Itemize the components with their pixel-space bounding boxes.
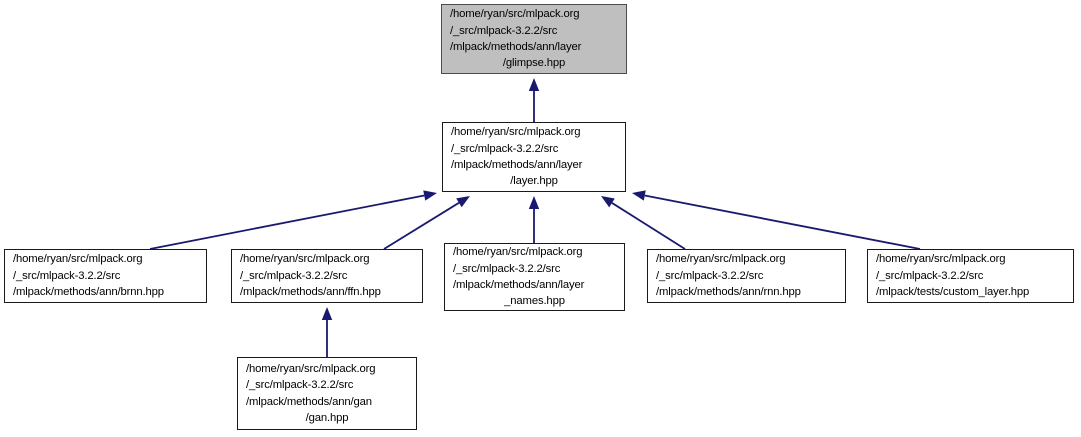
- node-line: /mlpack/methods/ann/layer: [453, 279, 585, 291]
- node-line: /home/ryan/src/mlpack.org: [453, 246, 583, 259]
- node-line: /mlpack/methods/ann/ffn.hpp: [240, 286, 381, 299]
- edge-layer-to-glimpse: [528, 78, 540, 122]
- edge-line: [611, 202, 686, 250]
- node-line: _names.hpp: [504, 295, 565, 308]
- node-line: /layer.hpp: [510, 175, 558, 188]
- node-rnn-hpp[interactable]: /home/ryan/src/mlpack.org /_src/mlpack-3.…: [647, 249, 846, 303]
- node-line: /_src/mlpack-3.2.2/src: [13, 269, 121, 282]
- edge-custom-layer-to-layer: [632, 190, 921, 250]
- edge-line: [383, 202, 460, 250]
- edge-arrowhead-icon: [632, 190, 646, 201]
- node-ffn-hpp[interactable]: /home/ryan/src/mlpack.org /_src/mlpack-3.…: [231, 249, 423, 303]
- node-glimpse-hpp[interactable]: /home/ryan/src/mlpack.org /_src/mlpack-3.…: [441, 4, 627, 74]
- node-line: /mlpack/tests/custom_layer.hpp: [876, 286, 1030, 299]
- edge-line: [149, 194, 425, 250]
- edge-gan-to-ffn: [321, 307, 333, 357]
- node-line: /_src/mlpack-3.2.2/src: [453, 262, 561, 275]
- node-line: /_src/mlpack-3.2.2/src: [450, 24, 558, 37]
- node-line: /_src/mlpack-3.2.2/src: [246, 379, 354, 392]
- edge-arrowhead-icon: [321, 307, 333, 320]
- node-line: /_src/mlpack-3.2.2/src: [876, 269, 984, 282]
- edge-arrowhead-icon: [456, 196, 470, 208]
- node-line: /gan.hpp: [305, 411, 349, 424]
- edge-ffn-to-layer: [383, 196, 470, 250]
- node-line: /mlpack/methods/ann/gan: [246, 395, 372, 408]
- node-brnn-hpp[interactable]: /home/ryan/src/mlpack.org /_src/mlpack-3.…: [4, 249, 207, 303]
- node-line: /mlpack/methods/ann/layer: [450, 41, 582, 53]
- node-custom-layer-hpp[interactable]: /home/ryan/src/mlpack.org /_src/mlpack-3.…: [867, 249, 1074, 303]
- node-line: /mlpack/methods/ann/rnn.hpp: [656, 286, 801, 299]
- edge-arrowhead-icon: [528, 78, 540, 91]
- node-line: /glimpse.hpp: [502, 57, 566, 70]
- node-line: /home/ryan/src/mlpack.org: [450, 8, 580, 21]
- edge-arrowhead-icon: [528, 196, 540, 209]
- node-line: /home/ryan/src/mlpack.org: [876, 253, 1006, 266]
- node-line: /_src/mlpack-3.2.2/src: [451, 142, 559, 155]
- node-line: /mlpack/methods/ann/layer: [451, 159, 583, 171]
- edge-line: [644, 194, 921, 250]
- node-layer-hpp[interactable]: /home/ryan/src/mlpack.org /_src/mlpack-3.…: [442, 122, 626, 192]
- node-line: /mlpack/methods/ann/brnn.hpp: [13, 286, 164, 299]
- edge-arrowhead-icon: [601, 196, 615, 208]
- node-gan-hpp[interactable]: /home/ryan/src/mlpack.org /_src/mlpack-3.…: [237, 357, 417, 430]
- edge-rnn-to-layer: [601, 196, 686, 250]
- edge-layer-names-to-layer: [528, 196, 540, 243]
- node-line: /home/ryan/src/mlpack.org: [246, 362, 376, 375]
- edge-brnn-to-layer: [149, 190, 437, 250]
- edge-arrowhead-icon: [423, 190, 437, 201]
- node-layer-names-hpp[interactable]: /home/ryan/src/mlpack.org /_src/mlpack-3.…: [444, 243, 625, 311]
- node-line: /_src/mlpack-3.2.2/src: [656, 269, 764, 282]
- node-line: /home/ryan/src/mlpack.org: [656, 253, 786, 266]
- node-line: /home/ryan/src/mlpack.org: [13, 253, 143, 266]
- node-line: /_src/mlpack-3.2.2/src: [240, 269, 348, 282]
- node-line: /home/ryan/src/mlpack.org: [451, 126, 581, 139]
- node-line: /home/ryan/src/mlpack.org: [240, 253, 370, 266]
